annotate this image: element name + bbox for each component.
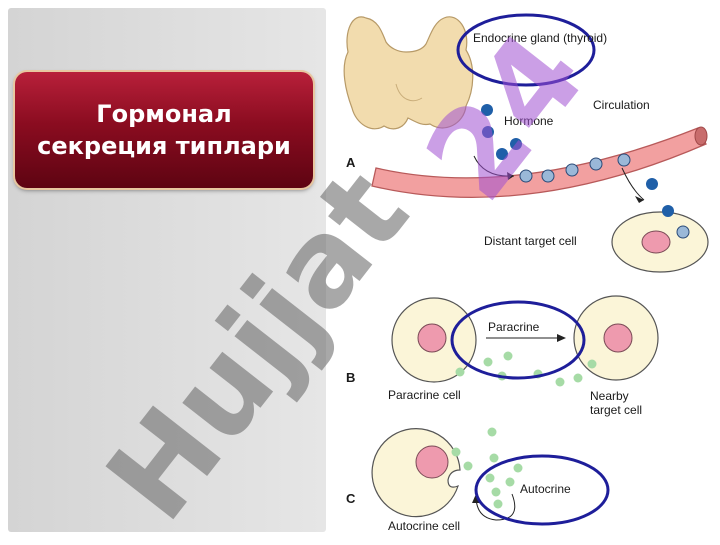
signal-dot — [455, 367, 465, 377]
signal-dot — [485, 473, 495, 483]
signal-dot — [489, 453, 499, 463]
diagram-graphics — [343, 13, 709, 526]
hormone-dot — [646, 178, 658, 190]
hormone-dot — [662, 205, 674, 217]
signal-dot — [513, 463, 523, 473]
label-endocrine-gland: Endocrine gland (thyroid) — [473, 31, 608, 45]
signal-dot — [451, 447, 461, 457]
highlight-paracrine — [450, 300, 586, 380]
hormone-secretion-diagram: Endocrine gland (thyroid) Hormone Circul… — [326, 0, 720, 540]
label-autocrine: Autocrine — [520, 482, 571, 496]
hormone-in-blood — [565, 163, 579, 177]
receptor-hormone — [676, 225, 690, 239]
signal-dot — [487, 427, 497, 437]
highlight-endocrine — [456, 13, 596, 87]
panel-letter-a: A — [346, 155, 356, 170]
hormone-in-blood — [589, 157, 603, 171]
autocrine-nucleus — [415, 445, 449, 479]
paracrine-nucleus — [417, 323, 447, 353]
label-hormone: Hormone — [504, 114, 554, 128]
signal-dot — [503, 351, 513, 361]
hormone-in-blood — [617, 153, 631, 167]
hormone-dot — [496, 148, 508, 160]
label-distant-target-cell: Distant target cell — [484, 234, 577, 248]
label-paracrine-cell: Paracrine cell — [388, 388, 461, 402]
hormone-in-blood — [519, 169, 533, 183]
autocrine-arrow — [475, 493, 516, 521]
label-circulation: Circulation — [593, 98, 650, 112]
nearby-target-nucleus — [603, 323, 633, 353]
label-paracrine: Paracrine — [488, 320, 540, 334]
signal-dot — [555, 377, 565, 387]
label-nearby-target-cell: Nearby target cell — [590, 389, 643, 417]
signal-dot — [493, 499, 503, 509]
hormone-dot — [510, 138, 522, 150]
signal-dot — [505, 477, 515, 487]
blood-vessel — [371, 127, 707, 199]
panel-letter-b: B — [346, 370, 356, 385]
panel-letter-c: C — [346, 491, 356, 506]
signal-dot — [491, 487, 501, 497]
signal-dot — [587, 359, 597, 369]
slide-title: Гормонал секреция типлари — [37, 100, 291, 160]
hormone-dot — [481, 104, 493, 116]
thyroid-gland — [343, 16, 474, 130]
signal-dot — [483, 357, 493, 367]
autocrine-cell — [371, 428, 461, 518]
hormone-dot — [482, 126, 494, 138]
highlight-autocrine — [474, 454, 610, 526]
label-autocrine-cell: Autocrine cell — [388, 519, 461, 533]
vessel-opening — [694, 126, 708, 146]
hormone-in-blood — [541, 169, 555, 183]
thyroid-detail — [395, 83, 423, 102]
signal-dot — [463, 461, 473, 471]
slide-title-box: Гормонал секреция типлари — [15, 72, 313, 188]
signal-dot — [573, 373, 583, 383]
target-nucleus — [641, 230, 671, 254]
arrow-to-target — [621, 167, 645, 201]
